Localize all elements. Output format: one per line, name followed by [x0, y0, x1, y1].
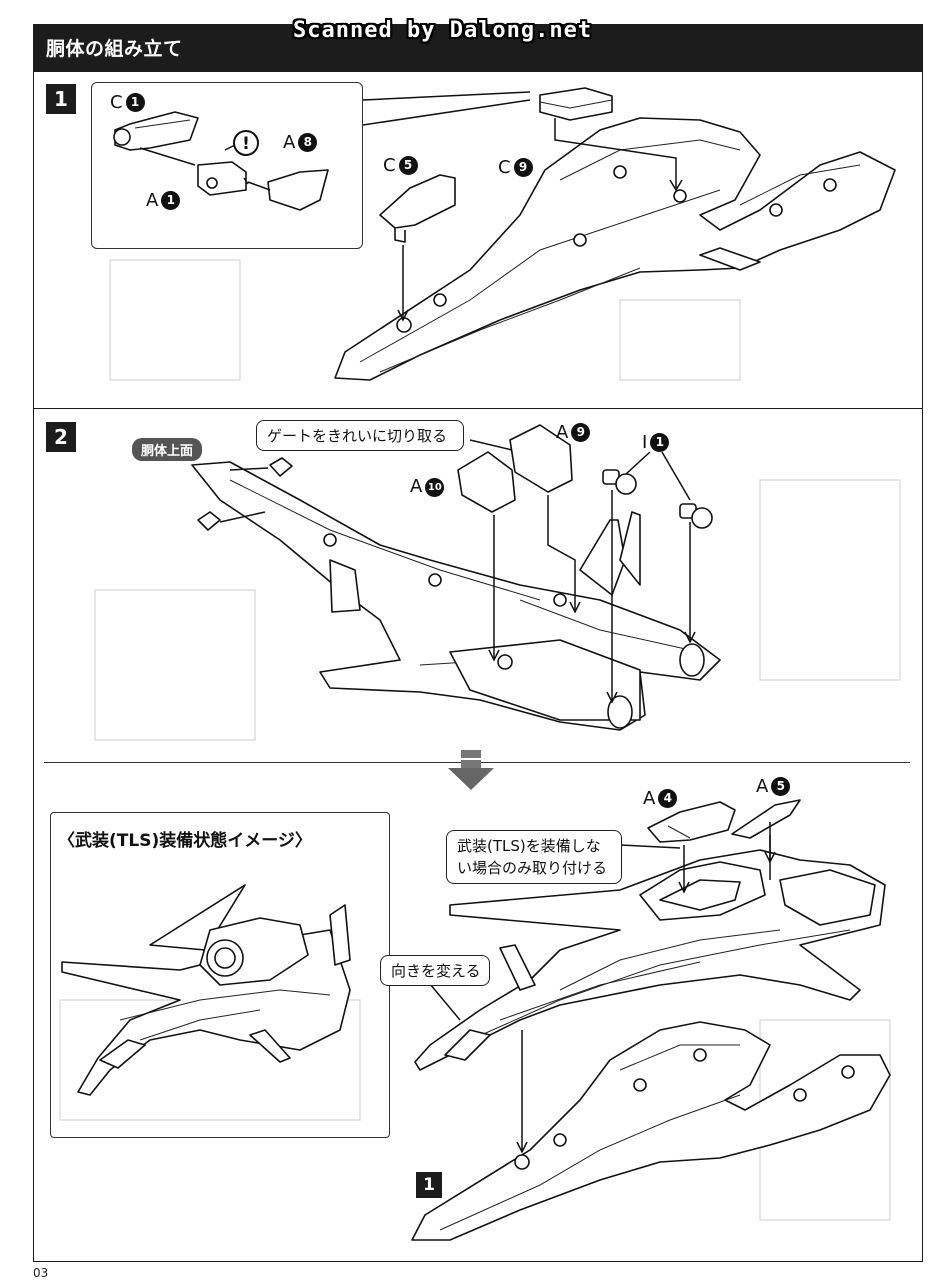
step-reference-1: 1 — [416, 1172, 442, 1198]
step2-parts — [197, 424, 713, 704]
gate-trim-callout: ゲートをきれいに切り取る — [256, 420, 464, 451]
inset-parts — [113, 111, 329, 211]
step3-small-parts — [647, 799, 801, 894]
tls-image-panel — [50, 812, 390, 1138]
detail-inset — [91, 82, 363, 249]
step-number-1: 1 — [46, 84, 76, 114]
part-c5 — [379, 174, 456, 322]
caution-icon: ! — [233, 130, 259, 156]
tls-image-title: 〈武装(TLS)装備状態イメージ〉 — [58, 831, 312, 851]
fuselage-top-tag: 胴体上面 — [132, 438, 203, 461]
tls-install-callout: 武装(TLS)を装備しな い場合のみ取り付ける — [446, 830, 622, 884]
fuselage-upper — [191, 461, 721, 731]
section-title: 胴体の組み立て — [46, 38, 183, 60]
step-number-2: 2 — [46, 422, 76, 452]
page-number: 03 — [33, 1266, 49, 1280]
step-divider-1 — [33, 408, 923, 409]
fuselage-part-c9 — [334, 117, 896, 381]
rotate-callout: 向きを変える — [380, 955, 490, 986]
scan-watermark: Scanned by Dalong.net — [293, 18, 593, 43]
leader-line-inset — [362, 91, 531, 101]
fuselage-reference — [411, 1021, 891, 1241]
section-header — [33, 24, 923, 72]
down-arrow-icon — [448, 750, 494, 790]
part-block-top — [539, 87, 683, 192]
assembled-jet — [414, 835, 886, 1071]
tls-armed-jet — [61, 884, 351, 1096]
